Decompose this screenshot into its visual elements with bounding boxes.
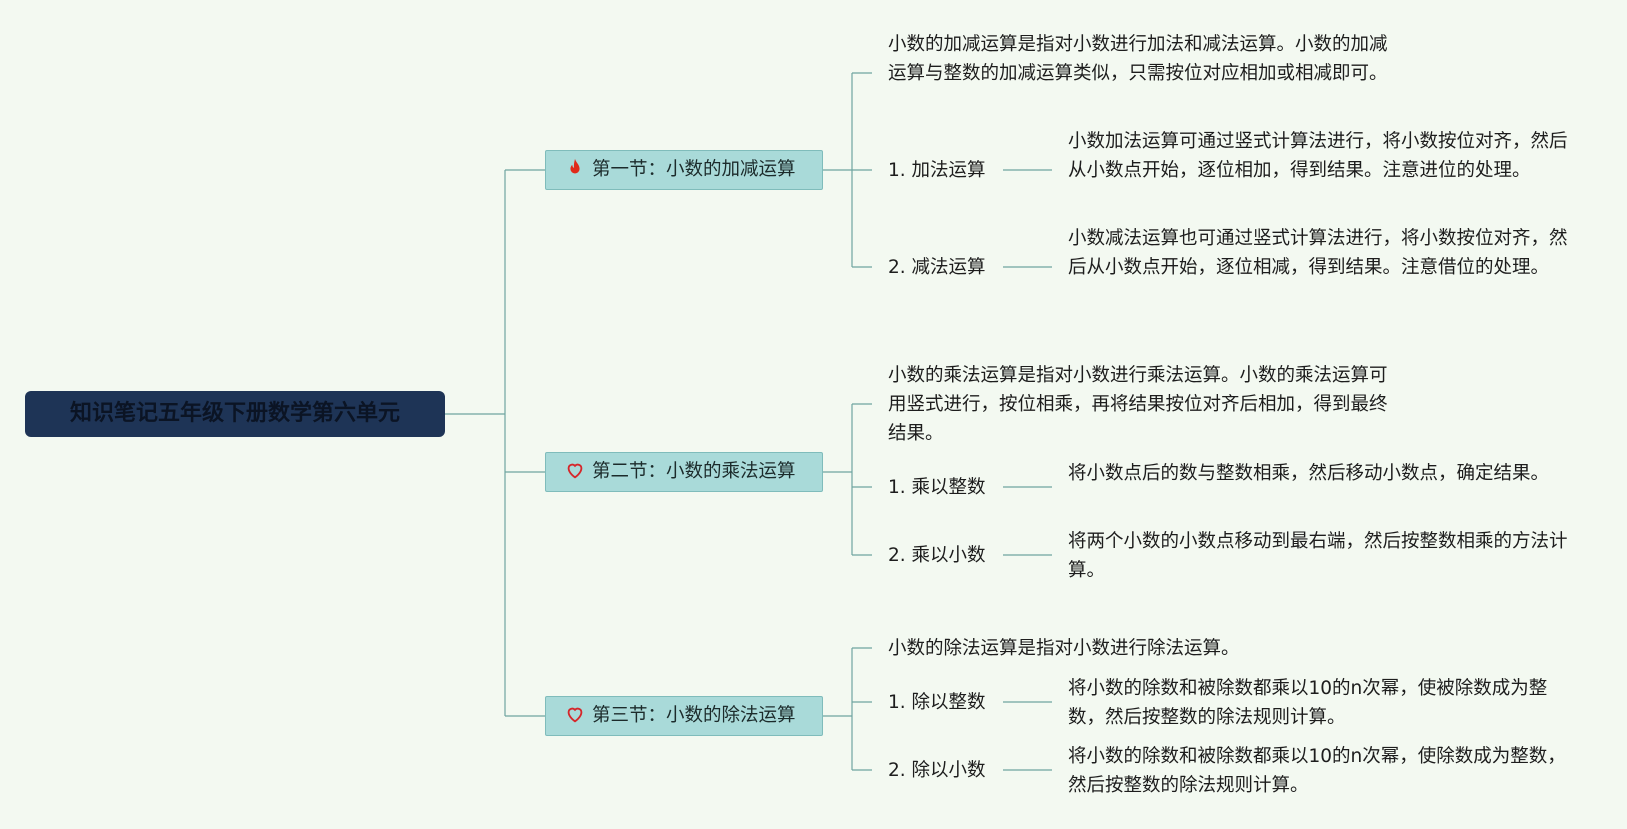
section-3-description: 小数的除法运算是指对小数进行除法运算。 [888,638,1240,659]
section-3-item-2[interactable]: 2. 除以小数 [888,760,986,781]
section-2-description: 小数的乘法运算是指对小数进行乘法运算。小数的乘法运算可用竖式进行，按位相乘，再将… [888,365,1388,444]
section-node-1[interactable]: 第一节：小数的加减运算 [545,150,823,190]
heart-outline-icon [564,459,586,481]
section-3-item-1-detail: 将小数的除数和被除数都乘以10的n次幂，使被除数成为整数，然后按整数的除法规则计… [1068,678,1548,728]
section-1-item-1-detail: 小数加法运算可通过竖式计算法进行，将小数按位对齐，然后从小数点开始，逐位相加，得… [1068,131,1568,181]
section-1-item-2[interactable]: 2. 减法运算 [888,257,986,278]
section-3-item-1[interactable]: 1. 除以整数 [888,692,986,713]
section-2-item-1-detail: 将小数点后的数与整数相乘，然后移动小数点，确定结果。 [1068,463,1550,484]
root-node[interactable]: 知识笔记五年级下册数学第六单元 [25,391,445,437]
section-2-title: 第二节：小数的乘法运算 [592,461,796,482]
section-1-description: 小数的加减运算是指对小数进行加法和减法运算。小数的加减运算与整数的加减运算类似，… [888,34,1388,84]
section-2-item-1[interactable]: 1. 乘以整数 [888,477,986,498]
fire-icon [564,157,586,179]
section-1-item-2-detail: 小数减法运算也可通过竖式计算法进行，将小数按位对齐，然后从小数点开始，逐位相减，… [1068,228,1568,278]
section-node-3[interactable]: 第三节：小数的除法运算 [545,696,823,736]
section-1-item-1[interactable]: 1. 加法运算 [888,160,986,181]
section-2-item-2[interactable]: 2. 乘以小数 [888,545,986,566]
section-2-item-2-detail: 将两个小数的小数点移动到最右端，然后按整数相乘的方法计算。 [1068,531,1568,581]
section-node-2[interactable]: 第二节：小数的乘法运算 [545,452,823,492]
section-3-item-2-detail: 将小数的除数和被除数都乘以10的n次幂，使除数成为整数，然后按整数的除法规则计算… [1068,746,1566,796]
section-3-title: 第三节：小数的除法运算 [592,705,796,726]
section-1-title: 第一节：小数的加减运算 [592,159,796,180]
root-title: 知识笔记五年级下册数学第六单元 [69,401,400,426]
heart-outline-icon [564,703,586,725]
